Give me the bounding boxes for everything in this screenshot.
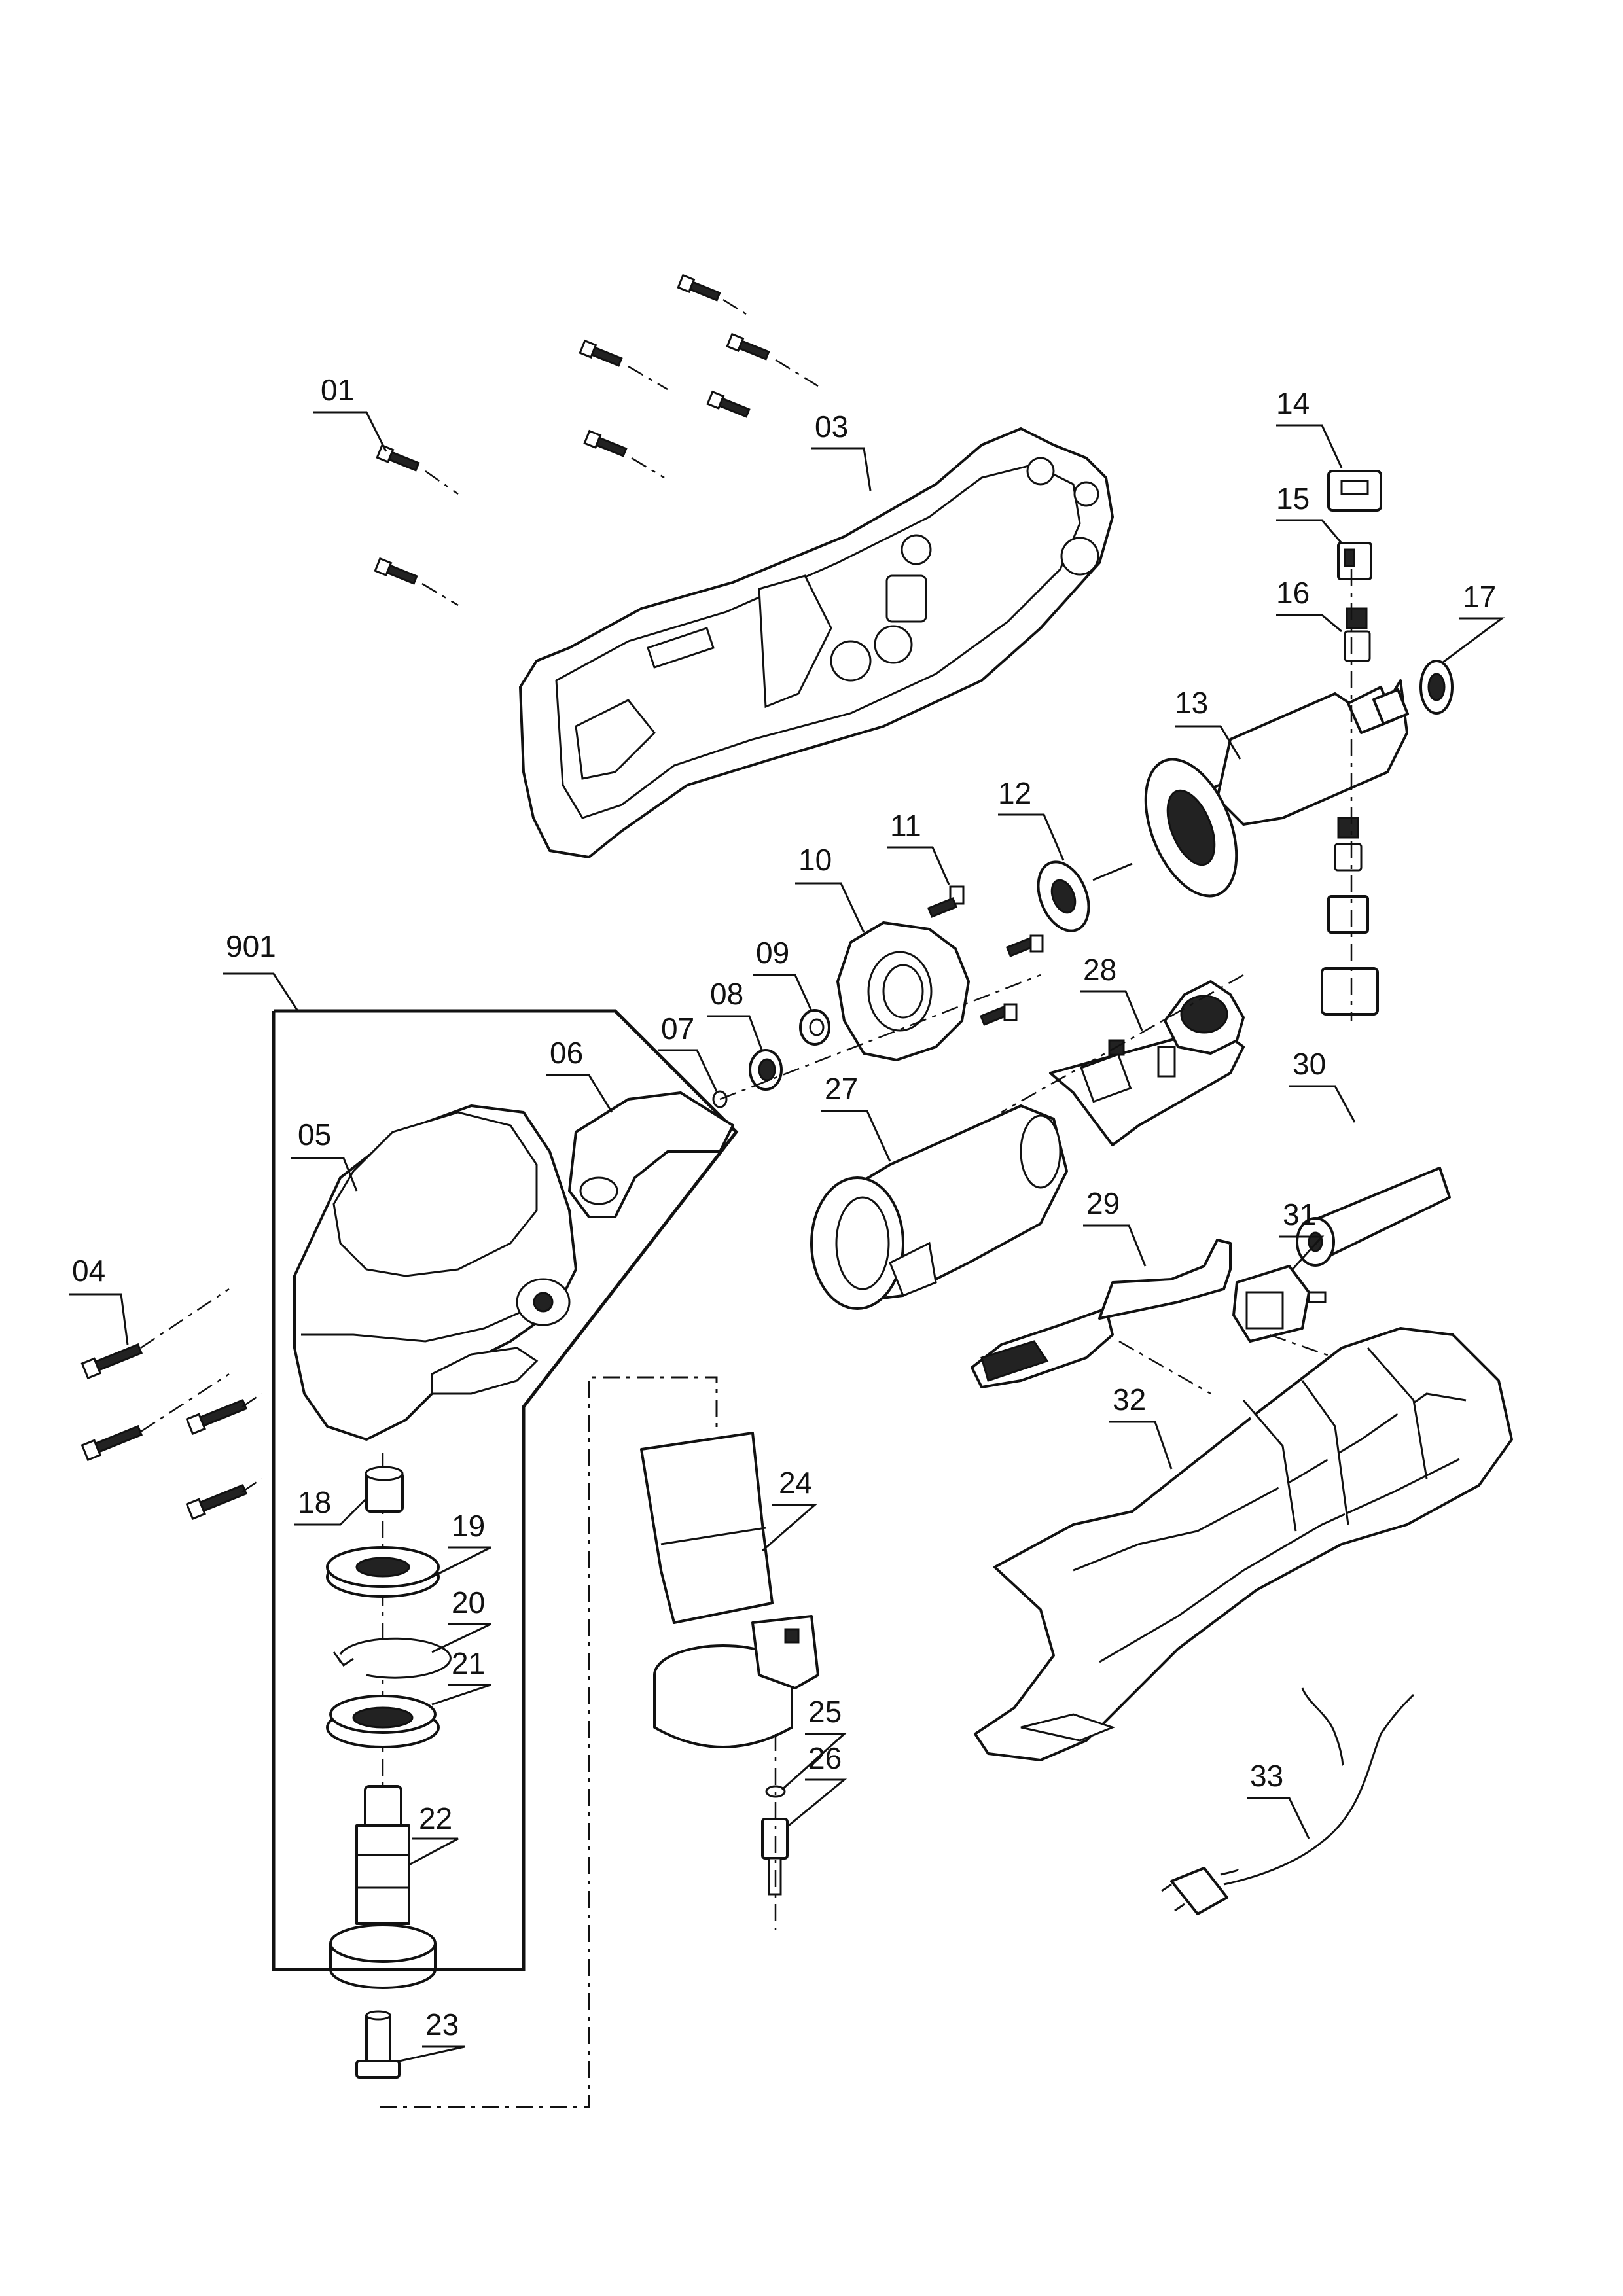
label-03: 03 <box>815 410 848 444</box>
brush-cap-14 <box>1327 470 1382 512</box>
label-17: 17 <box>1463 580 1496 614</box>
assembly-901-outline <box>272 1009 739 1971</box>
label-07: 07 <box>661 1012 694 1046</box>
label-24: 24 <box>779 1466 812 1500</box>
washer-09 <box>799 1009 830 1046</box>
label-32: 32 <box>1113 1383 1146 1417</box>
label-26: 26 <box>808 1741 842 1775</box>
fork-06 <box>568 1091 734 1218</box>
label-11: 11 <box>890 809 921 843</box>
label-901: 901 <box>226 929 276 963</box>
gear-housing-05 <box>293 1104 577 1441</box>
dust-extraction-24 <box>640 1432 819 1748</box>
circlip-20 <box>332 1637 452 1679</box>
screw-set-04 <box>80 1288 262 1521</box>
cable-sleeve-30 <box>1296 1167 1451 1267</box>
label-27: 27 <box>825 1072 858 1106</box>
label-09: 09 <box>756 936 789 970</box>
label-901-leader <box>223 972 299 1012</box>
brush-set-lower <box>1321 569 1379 1021</box>
bushing-18 <box>365 1466 404 1513</box>
label-14: 14 <box>1276 386 1310 420</box>
label-29: 29 <box>1086 1186 1120 1220</box>
label-15: 15 <box>1276 482 1310 516</box>
label-05: 05 <box>298 1118 331 1152</box>
label-31: 31 <box>1283 1197 1316 1231</box>
armature-13 <box>1092 679 1410 898</box>
housing-half-32 <box>974 1327 1513 1761</box>
bearing-19 <box>326 1546 440 1598</box>
label-18: 18 <box>298 1485 331 1519</box>
bearing-plate-10 <box>836 921 970 1061</box>
label-30: 30 <box>1293 1047 1326 1081</box>
label-20: 20 <box>452 1585 485 1619</box>
screw-11 <box>927 885 1044 1026</box>
bolt-23 <box>355 2010 401 2079</box>
label-23: 23 <box>425 2007 459 2041</box>
brush-holder-15 <box>1337 542 1372 580</box>
label-22: 22 <box>419 1801 452 1835</box>
bearing-cover-21 <box>326 1695 440 1748</box>
spindle-22 <box>329 1785 437 1989</box>
label-04: 04 <box>72 1254 105 1288</box>
stator-27 <box>810 1104 1068 1310</box>
switch-lever-29 <box>971 1239 1232 1388</box>
label-21: 21 <box>452 1646 485 1680</box>
power-cord-33 <box>1161 1687 1415 1915</box>
bearing-17 <box>1419 660 1454 715</box>
bearing-12 <box>1037 860 1090 932</box>
speed-control-28 <box>1049 980 1245 1146</box>
carbon-brush-16 <box>1344 607 1371 662</box>
label-01: 01 <box>321 373 354 407</box>
label-08: 08 <box>710 977 743 1011</box>
screw-set-01 <box>374 274 819 607</box>
housing-half-03 <box>519 427 1114 858</box>
bearing-08 <box>749 1049 783 1091</box>
label-13: 13 <box>1175 686 1208 720</box>
switch-31 <box>1232 1265 1327 1343</box>
label-06: 06 <box>550 1036 583 1070</box>
label-25: 25 <box>808 1695 842 1729</box>
label-28: 28 <box>1083 953 1116 987</box>
label-19: 19 <box>452 1509 485 1543</box>
label-10: 10 <box>798 843 832 877</box>
label-16: 16 <box>1276 576 1310 610</box>
label-33: 33 <box>1250 1759 1283 1793</box>
label-12: 12 <box>998 776 1031 810</box>
